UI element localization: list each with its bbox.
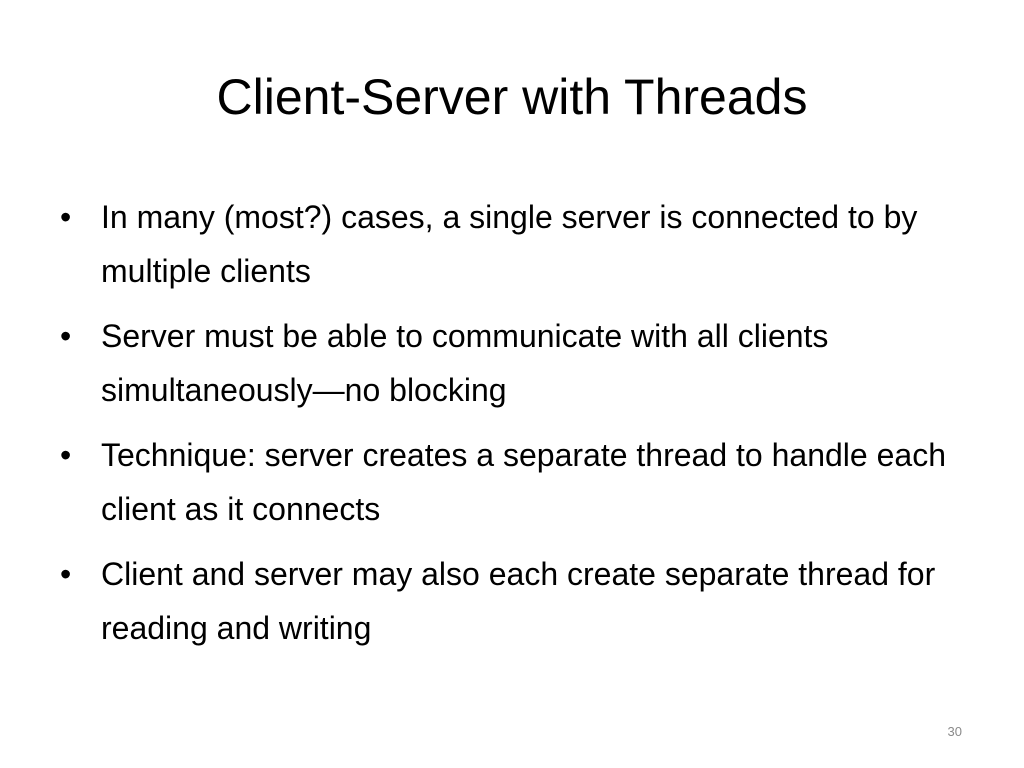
bullet-text: In many (most?) cases, a single server i… xyxy=(101,199,918,289)
bullet-text: Server must be able to communicate with … xyxy=(101,318,829,408)
bullet-dot-icon: • xyxy=(60,437,72,473)
bullet-text: Client and server may also each create s… xyxy=(101,556,936,646)
slide-title: Client-Server with Threads xyxy=(216,69,808,125)
bullet-item: • Client and server may also each create… xyxy=(60,547,980,655)
bullet-text: Technique: server creates a separate thr… xyxy=(101,437,946,527)
bullet-dot-icon: • xyxy=(60,318,72,354)
bullet-item: • Server must be able to communicate wit… xyxy=(60,309,980,417)
bullet-dot-icon: • xyxy=(60,199,72,235)
bullet-list: • In many (most?) cases, a single server… xyxy=(60,190,980,666)
bullet-dot-icon: • xyxy=(60,556,72,592)
bullet-item: • Technique: server creates a separate t… xyxy=(60,428,980,536)
bullet-item: • In many (most?) cases, a single server… xyxy=(60,190,980,298)
slide-number: 30 xyxy=(947,724,962,739)
